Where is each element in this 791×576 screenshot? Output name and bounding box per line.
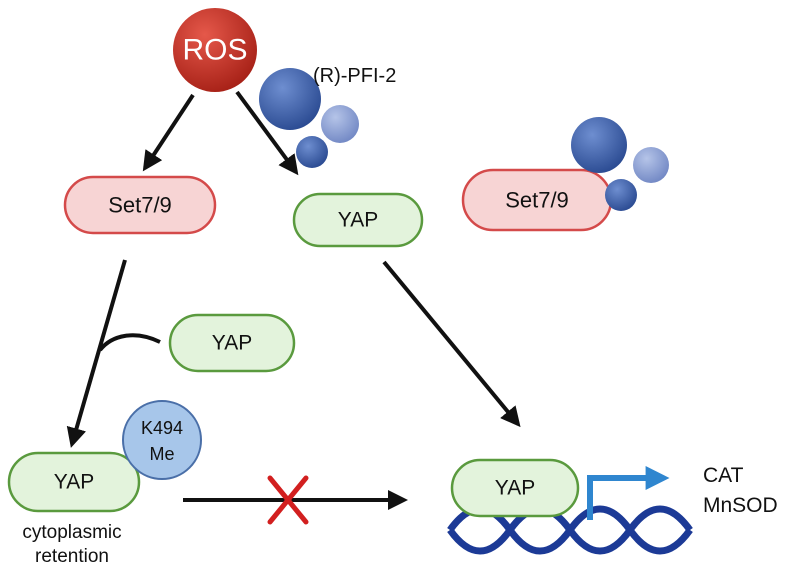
yap-nucleus-label: YAP <box>495 477 535 500</box>
cyto-retention-line2: retention <box>35 546 109 567</box>
arrow-yap-to-nucleus <box>382 260 521 428</box>
yap-cyto-label: YAP <box>54 471 94 494</box>
yap-node-top: YAP <box>292 192 424 248</box>
yap-node-side: YAP <box>168 313 296 373</box>
transcription-arrow-icon <box>587 466 670 520</box>
arrow-ros-to-set79 <box>142 93 195 172</box>
pfi2-label: (R)-PFI-2 <box>313 65 396 87</box>
set79-right-label: Set7/9 <box>505 188 569 213</box>
gene-mnsod-label: MnSOD <box>703 494 778 517</box>
yap-top-label: YAP <box>338 209 378 232</box>
block-x-icon <box>267 475 309 525</box>
ros-node: ROS <box>173 8 257 92</box>
arrow-set79-to-yap-cyto <box>66 259 127 448</box>
gene-cat-label: CAT <box>703 464 744 487</box>
inhibition-yap-binding-curve <box>98 333 161 352</box>
pfi2-molecule-bound-icon <box>571 117 669 211</box>
set79-node-left: Set7/9 <box>63 175 217 235</box>
ros-label: ROS <box>182 34 247 67</box>
yap-node-nucleus: YAP <box>450 458 580 518</box>
arrow-ros-to-yap <box>235 90 299 176</box>
methyl-line1: K494 <box>141 418 183 438</box>
set79-node-inhibited: Set7/9 <box>461 168 613 232</box>
yap-node-cytoplasmic: YAP <box>7 451 141 513</box>
pfi2-molecule-icon <box>259 68 359 168</box>
yap-side-label: YAP <box>212 332 252 355</box>
methyl-line2: Me <box>149 444 174 464</box>
methylation-badge: K494 Me <box>122 400 202 480</box>
set79-left-label: Set7/9 <box>108 193 172 218</box>
cyto-retention-line1: cytoplasmic <box>22 522 121 543</box>
